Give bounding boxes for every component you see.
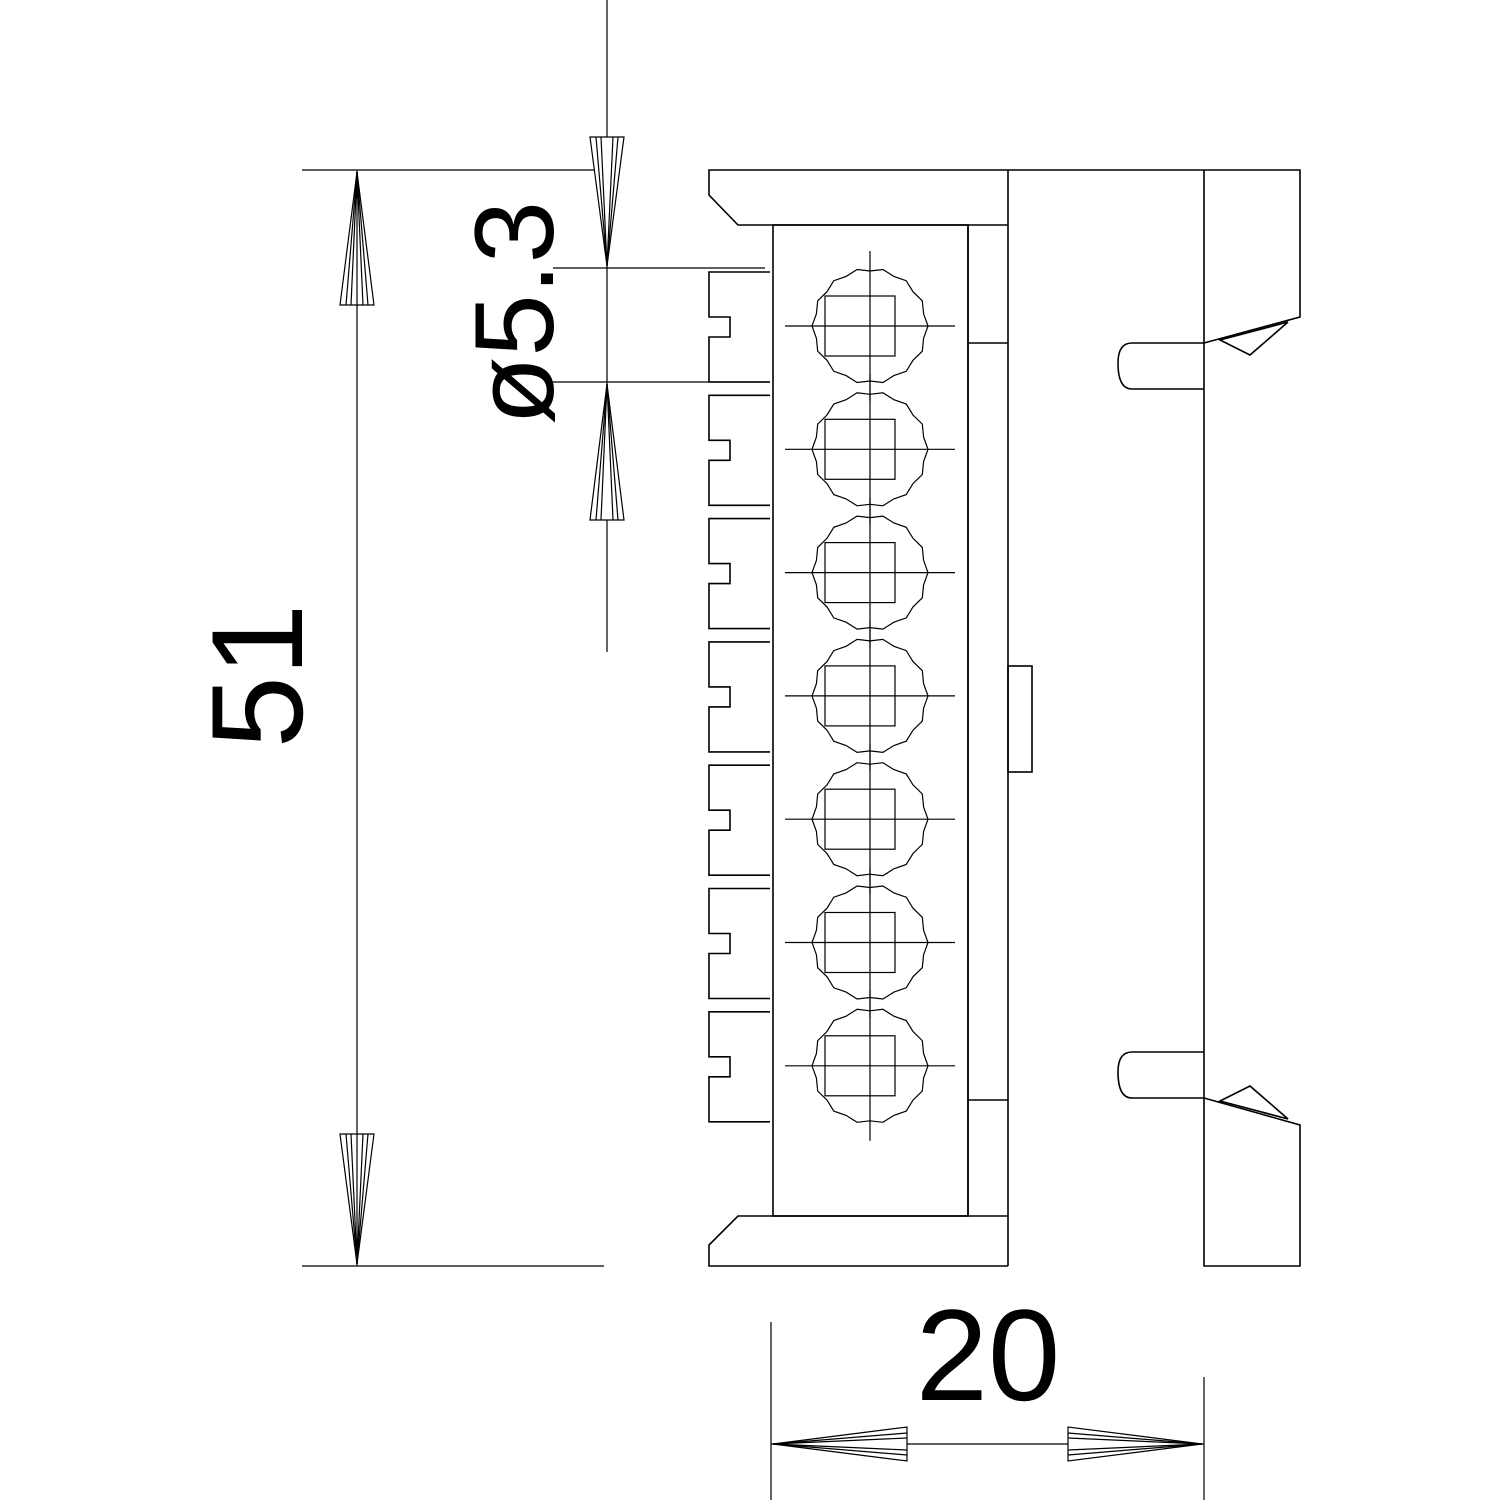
height-value: 51 — [184, 604, 330, 749]
terminal-block-body — [708, 169, 1301, 1267]
terminal-screws — [785, 251, 955, 1141]
comb-tooth — [708, 641, 770, 753]
width-dimension: 20 — [770, 1282, 1205, 1500]
housing-bottom-right — [1203, 1097, 1301, 1267]
width-value: 20 — [916, 1282, 1061, 1428]
side-clip — [1007, 665, 1033, 773]
rail-hook-bottom — [1117, 1051, 1204, 1099]
comb-tooth — [708, 764, 770, 877]
comb-tooth — [708, 271, 770, 383]
arrow-down-icon — [339, 1133, 375, 1265]
comb-teeth — [708, 271, 770, 1123]
top-flange — [708, 169, 1008, 226]
arrow-up-icon — [339, 171, 375, 306]
comb-tooth — [708, 517, 770, 630]
arrow-up-icon — [589, 383, 625, 521]
hole-diameter-value: ø5.3 — [452, 201, 577, 425]
housing-top-right — [1008, 169, 1301, 345]
rail-hook-top — [1117, 342, 1204, 390]
bottom-flange — [708, 1215, 1008, 1267]
latch-bottom — [1217, 1085, 1289, 1120]
terminal-screw-icon — [785, 990, 955, 1141]
comb-tooth — [708, 394, 770, 507]
arrow-left-icon — [772, 1426, 908, 1462]
hole-diameter-dimension: ø5.3 — [452, 0, 770, 652]
comb-tooth — [708, 887, 770, 1000]
height-dimension: 51 — [184, 169, 604, 1267]
comb-tooth — [708, 1010, 770, 1123]
latch-top — [1217, 321, 1289, 356]
arrow-down-icon — [589, 136, 625, 267]
arrow-right-icon — [1067, 1426, 1203, 1462]
